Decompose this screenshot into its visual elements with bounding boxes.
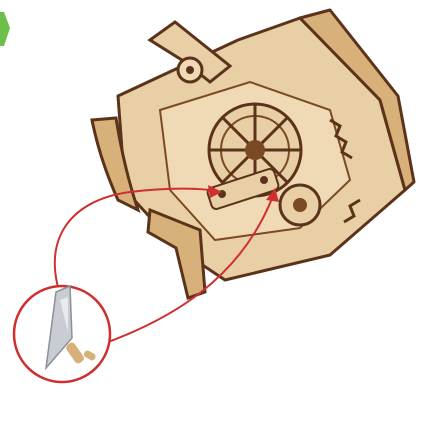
wooden-gear-model <box>92 10 414 298</box>
corner-tab-icon <box>0 12 10 46</box>
upper-gear <box>178 58 202 82</box>
inset-circle <box>14 286 110 382</box>
small-gear <box>280 185 320 225</box>
